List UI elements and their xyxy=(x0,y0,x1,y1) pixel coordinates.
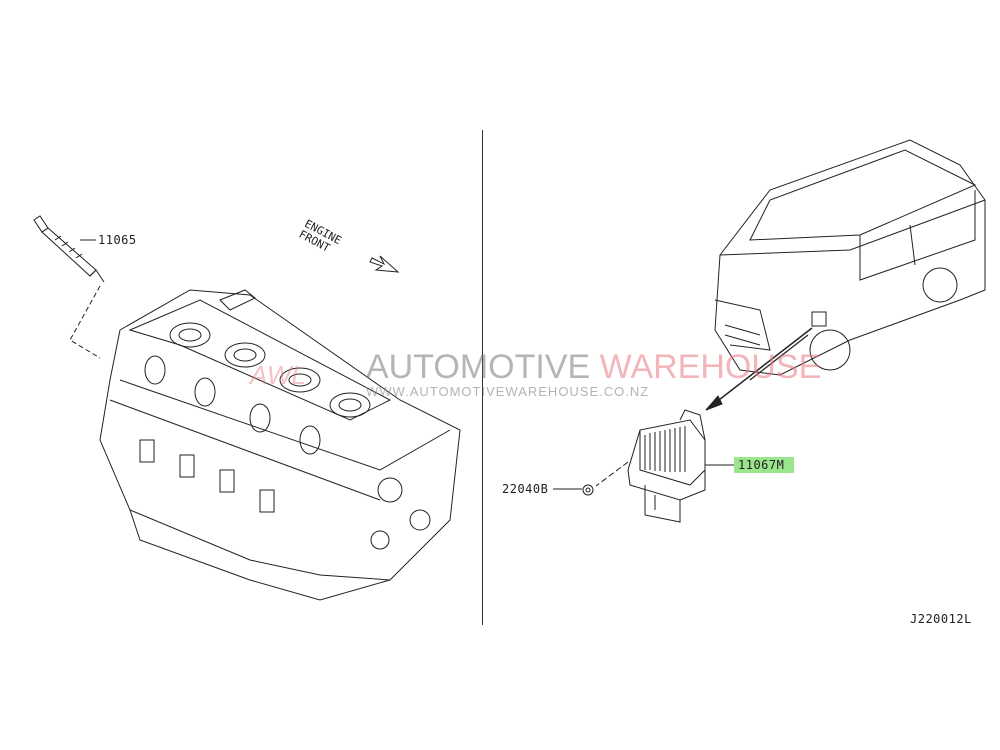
diagram-id: J220012L xyxy=(910,612,972,626)
part-label-22040b[interactable]: 22040B xyxy=(502,482,549,496)
watermark-logo: AWL xyxy=(250,360,306,390)
glow-control-unit-drawing[interactable] xyxy=(627,409,706,523)
watermark-brand: AUTOMOTIVE WAREHOUSE xyxy=(366,348,821,387)
watermark-url: WWW.AUTOMOTIVEWAREHOUSE.CO.NZ xyxy=(366,384,650,399)
glow-plug-drawing[interactable] xyxy=(33,215,105,283)
location-arrow xyxy=(705,327,813,411)
part-label-11065[interactable]: 11065 xyxy=(98,233,137,247)
watermark-brand-part1: AUTOMOTIVE xyxy=(366,348,591,386)
part-label-11067m[interactable]: 11067M xyxy=(734,457,795,473)
engine-front-arrow-icon xyxy=(369,255,400,273)
watermark-brand-part2: WAREHOUSE xyxy=(599,348,822,386)
nut-leader xyxy=(595,461,629,487)
nut-drawing[interactable] xyxy=(582,484,594,496)
panel-divider xyxy=(482,130,483,625)
cylinder-head-drawing[interactable] xyxy=(99,289,461,601)
glow-plug-leader xyxy=(69,285,101,359)
van-drawing[interactable] xyxy=(714,139,986,376)
